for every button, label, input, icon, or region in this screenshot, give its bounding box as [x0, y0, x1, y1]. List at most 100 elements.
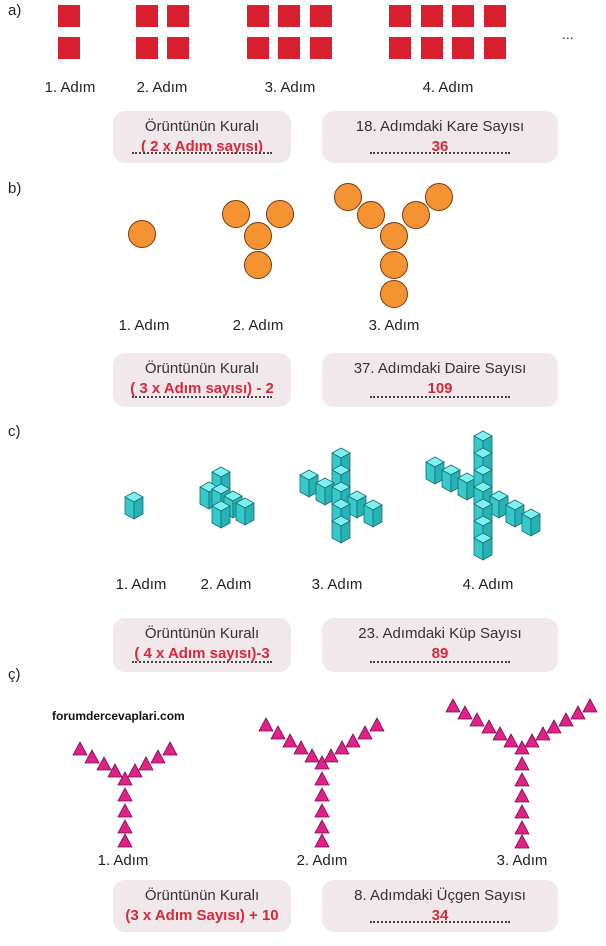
square	[452, 5, 474, 27]
question-box: 23. Adımdaki Küp Sayısı 89	[322, 618, 558, 672]
triangle	[469, 712, 485, 727]
rule-title: Örüntünün Kuralı	[144, 625, 260, 642]
circle	[425, 183, 453, 211]
triangle	[314, 833, 330, 848]
triangle	[514, 788, 530, 803]
step-label: 3. Adım	[264, 79, 316, 96]
square	[278, 37, 300, 59]
step-label: 1. Adım	[118, 317, 170, 334]
triangle	[345, 733, 361, 748]
question-title: 37. Adımdaki Daire Sayısı	[353, 360, 527, 377]
question-box: 18. Adımdaki Kare Sayısı 36	[322, 111, 558, 163]
triangle	[293, 740, 309, 755]
square	[310, 37, 332, 59]
step-label: 2. Adım	[200, 576, 252, 593]
answer-dots	[370, 661, 510, 663]
triangle	[546, 719, 562, 734]
circle	[380, 222, 408, 250]
circle	[334, 183, 362, 211]
rule-title: Örüntünün Kuralı	[144, 118, 260, 135]
triangle	[127, 763, 143, 778]
triangle	[107, 763, 123, 778]
triangle	[514, 820, 530, 835]
square	[247, 37, 269, 59]
triangle	[535, 726, 551, 741]
rule-value: ( 4 x Adım sayısı)-3	[134, 645, 270, 662]
section-c-label: c)	[8, 423, 21, 440]
circle	[380, 251, 408, 279]
square	[484, 5, 506, 27]
answer-dots	[132, 152, 272, 154]
triangle	[304, 748, 320, 763]
rule-box: Örüntünün Kuralı ( 3 x Adım sayısı) - 2	[113, 353, 291, 407]
rule-title: Örüntünün Kuralı	[144, 360, 260, 377]
answer-dots	[132, 396, 272, 398]
step-label: 4. Adım	[422, 79, 474, 96]
circle	[244, 222, 272, 250]
triangle	[138, 756, 154, 771]
square	[421, 37, 443, 59]
triangle	[150, 749, 166, 764]
triangle	[84, 749, 100, 764]
triangle	[314, 803, 330, 818]
rule-box: Örüntünün Kuralı ( 2 x Adım sayısı)	[113, 111, 291, 163]
square	[247, 5, 269, 27]
triangle	[314, 787, 330, 802]
question-title: 18. Adımdaki Kare Sayısı	[355, 118, 525, 135]
square	[310, 5, 332, 27]
section-a-label: a)	[8, 2, 22, 19]
triangle	[514, 804, 530, 819]
square	[58, 37, 80, 59]
step-label: 3. Adım	[496, 852, 548, 869]
step-label: 3. Adım	[311, 576, 363, 593]
step-label: 1. Adım	[97, 852, 149, 869]
answer-dots	[370, 152, 510, 154]
triangle	[117, 819, 133, 834]
question-title: 23. Adımdaki Küp Sayısı	[358, 625, 522, 642]
triangle	[457, 705, 473, 720]
triangle	[570, 705, 586, 720]
triangle	[162, 741, 178, 756]
triangle	[314, 771, 330, 786]
answer-dots	[370, 921, 510, 923]
triangle	[323, 748, 339, 763]
square	[58, 5, 80, 27]
triangle	[96, 756, 112, 771]
ellipsis: ...	[562, 26, 574, 42]
square	[167, 37, 189, 59]
step-label: 2. Adım	[232, 317, 284, 334]
circle	[266, 200, 294, 228]
triangle	[117, 833, 133, 848]
triangle	[524, 733, 540, 748]
question-answer: 89	[431, 645, 449, 662]
circle	[128, 220, 156, 248]
square	[484, 37, 506, 59]
question-box: 8. Adımdaki Üçgen Sayısı 34	[322, 880, 558, 932]
question-title: 8. Adımdaki Üçgen Sayısı	[354, 887, 526, 904]
triangle	[369, 717, 385, 732]
square	[389, 5, 411, 27]
triangle	[270, 725, 286, 740]
answer-dots	[370, 396, 510, 398]
square	[167, 5, 189, 27]
rule-box: Örüntünün Kuralı ( 4 x Adım sayısı)-3	[113, 618, 291, 672]
rule-title: Örüntünün Kuralı	[144, 887, 260, 904]
square	[421, 5, 443, 27]
triangle	[445, 698, 461, 713]
circle	[222, 200, 250, 228]
triangle	[357, 725, 373, 740]
triangle	[514, 756, 530, 771]
answer-dots	[132, 661, 272, 663]
step-label: 4. Adım	[462, 576, 514, 593]
triangle	[514, 834, 530, 849]
square	[136, 5, 158, 27]
triangle	[72, 741, 88, 756]
site-watermark: forumdercevaplari.com	[52, 709, 185, 723]
rule-value: ( 2 x Adım sayısı)	[141, 138, 263, 155]
triangle	[117, 803, 133, 818]
square	[452, 37, 474, 59]
triangle	[558, 712, 574, 727]
circle	[402, 201, 430, 229]
step-label: 2. Adım	[136, 79, 188, 96]
section-b-label: b)	[8, 180, 22, 197]
